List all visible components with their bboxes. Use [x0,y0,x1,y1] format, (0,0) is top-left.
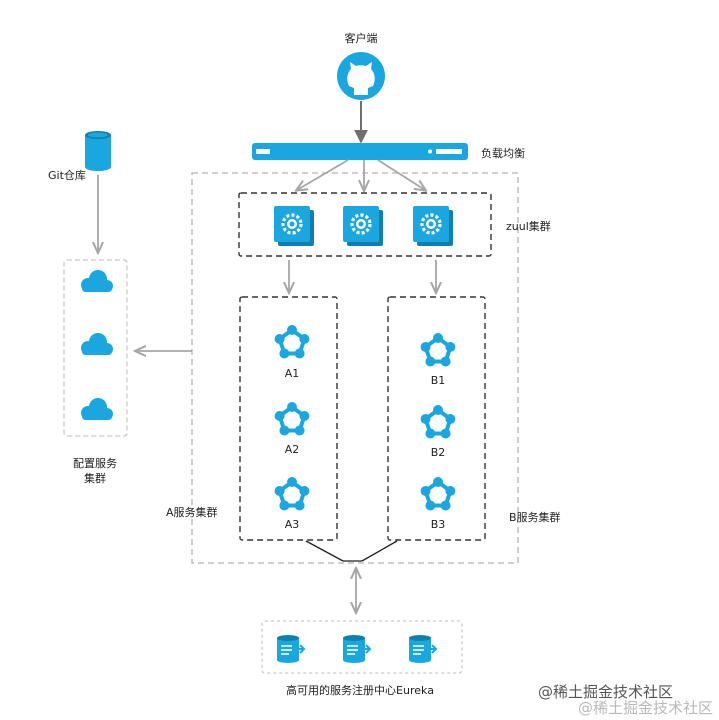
cloud-icon-2 [81,333,113,355]
lb-arrow-3 [377,159,425,190]
config-cluster-label-1: 配置服务 [73,457,117,470]
node-label-a1: A1 [284,367,300,380]
node-label-a3: A3 [284,518,300,531]
watermark: @稀土掘金技术社区 [538,683,674,701]
watermark-shadow: @稀土掘金技术社区 [578,699,714,717]
node-label-b3: B3 [430,518,446,531]
config-cluster-label-2: 集群 [84,472,106,485]
service-node-icon-a3 [274,477,310,511]
cloud-icon-3 [81,398,113,420]
service-a-cluster-label: A服务集群 [166,506,218,519]
zuul-gear-icon-2 [343,206,383,246]
service-a-box [239,296,338,541]
zuul-cluster-box [238,192,492,257]
service-node-icon-b2 [420,405,456,439]
lb-arrow-1 [297,159,349,190]
service-node-icon-b1 [420,333,456,367]
zuul-gear-icon-1 [274,206,314,246]
service-node-icon-a2 [274,402,310,436]
database-icon [85,131,111,171]
b-to-hub-line [361,540,398,562]
node-label-a2: A2 [284,443,300,456]
node-label-b1: B1 [430,374,446,387]
main-boundary [191,172,519,564]
service-b-box [387,296,486,541]
load-balancer-icon [252,143,468,160]
zuul-cluster-label: zuul集群 [506,220,551,233]
registry-db-icon-3 [409,635,438,663]
registry-db-icon-1 [277,635,306,663]
load-balancer-label: 负载均衡 [481,147,525,160]
cloud-icon-1 [81,270,113,292]
github-octocat-icon [337,52,385,100]
service-node-icon-b3 [420,477,456,511]
eureka-label: 高可用的服务注册中心Eureka [286,684,434,697]
a-to-hub-line [305,540,344,562]
git-repo-label: Git仓库 [48,169,86,182]
service-b-cluster-label: B服务集群 [509,511,561,524]
client-label: 客户端 [344,32,378,45]
eureka-box [261,620,463,674]
config-cluster-box [63,259,128,437]
registry-db-icon-2 [343,635,372,663]
zuul-gear-icon-3 [413,206,453,246]
service-node-icon-a1 [274,325,310,359]
node-label-b2: B2 [430,446,446,459]
